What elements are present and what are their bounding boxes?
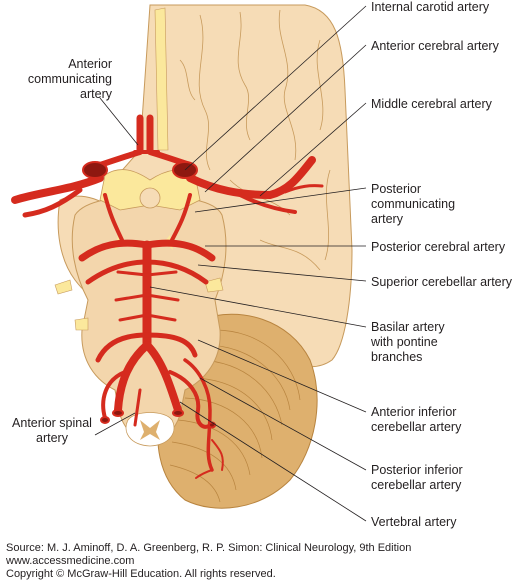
label-vertebral-artery: Vertebral artery [371,515,457,529]
label-middle-cerebral-artery: Middle cerebral artery [371,97,492,111]
label-posterior-cerebral-artery: Posterior cerebral artery [371,240,506,254]
label-posterior-inferior-cerebellar-artery: Posterior inferior cerebellar artery [371,463,463,492]
olfactory-tract [154,7,169,151]
label-superior-cerebellar-artery: Superior cerebellar artery [371,275,513,289]
label-internal-carotid-artery: Internal carotid artery [371,0,490,14]
arteries [11,114,324,479]
label-anterior-spinal-artery: Anterior spinal artery [12,416,92,445]
source-url[interactable]: www.accessmedicine.com [6,555,135,567]
source-copyright: Copyright © McGraw-Hill Education. All r… [6,568,276,580]
label-anterior-inferior-cerebellar-artery: Anterior inferior cerebellar artery [371,405,462,434]
label-basilar-artery: Basilar artery with pontine branches [371,320,445,364]
label-anterior-communicating-artery: Anterior communicating artery [27,57,112,101]
source-citation: Source: M. J. Aminoff, D. A. Greenberg, … [6,542,412,554]
vessel-cut-ends [82,161,216,429]
label-posterior-communicating-artery: Posterior communicating artery [371,182,456,226]
label-anterior-cerebral-artery: Anterior cerebral artery [371,39,499,53]
leader-lines [94,5,367,522]
